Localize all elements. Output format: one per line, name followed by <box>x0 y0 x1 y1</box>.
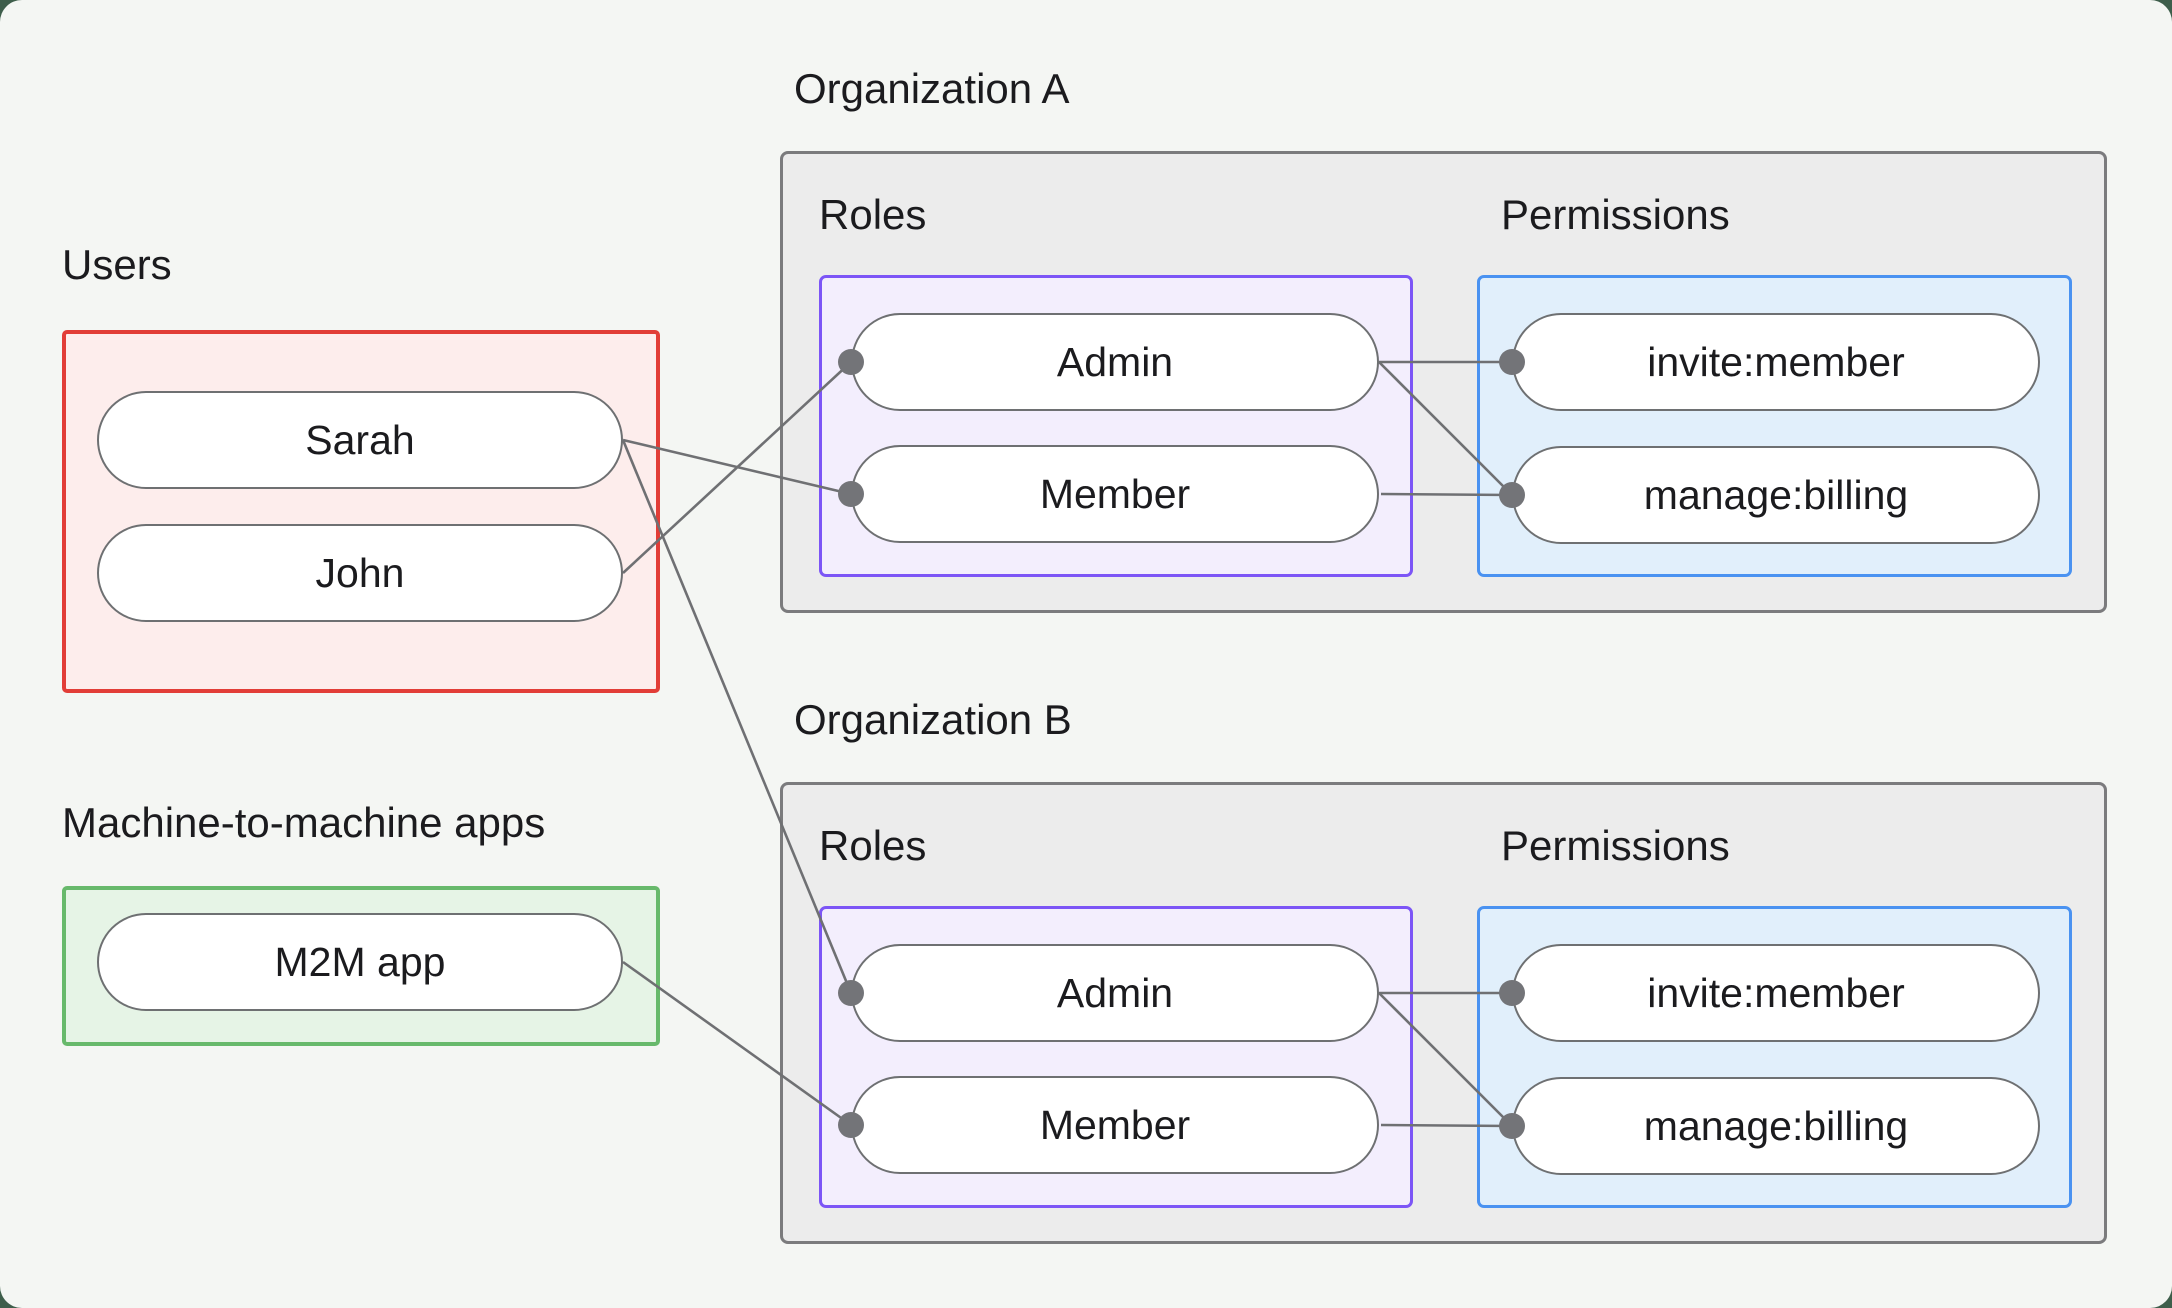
org-a-role-admin: Admin <box>851 313 1379 411</box>
user-node-sarah: Sarah <box>97 391 623 489</box>
user-node-sarah-label: Sarah <box>305 416 415 463</box>
organization-b-permissions-label: Permissions <box>1501 822 1730 869</box>
org-b-role-member-label: Member <box>1039 1101 1191 1148</box>
org-b-perm-manage-billing: manage:billing <box>1512 1077 2040 1175</box>
organization-b-title: Organization B <box>794 696 1072 743</box>
users-group-box <box>62 330 660 693</box>
org-b-role-admin-label: Admin <box>1056 969 1174 1016</box>
org-a-perm-manage-billing: manage:billing <box>1512 446 2040 544</box>
org-a-perm-manage-billing-label: manage:billing <box>1643 471 1909 518</box>
user-node-john: John <box>97 524 623 622</box>
organization-b-roles-label: Roles <box>819 822 927 869</box>
users-group-label: Users <box>62 241 172 288</box>
user-node-john-label: John <box>315 549 405 596</box>
organization-a-permissions-label: Permissions <box>1501 191 1730 238</box>
org-a-role-member: Member <box>851 445 1379 543</box>
org-b-role-admin: Admin <box>851 944 1379 1042</box>
org-a-perm-invite-member: invite:member <box>1512 313 2040 411</box>
org-b-perm-manage-billing-label: manage:billing <box>1643 1102 1909 1149</box>
m2m-app-node: M2M app <box>97 913 623 1011</box>
organization-a-roles-label: Roles <box>819 191 927 238</box>
m2m-group-label: Machine-to-machine apps <box>62 799 546 846</box>
org-a-role-member-label: Member <box>1039 470 1191 517</box>
org-a-role-admin-label: Admin <box>1056 338 1174 385</box>
organization-a-title: Organization A <box>794 65 1070 112</box>
org-b-perm-invite-member: invite:member <box>1512 944 2040 1042</box>
org-b-perm-invite-member-label: invite:member <box>1647 969 1905 1016</box>
org-b-role-member: Member <box>851 1076 1379 1174</box>
org-a-perm-invite-member-label: invite:member <box>1647 338 1905 385</box>
m2m-app-node-label: M2M app <box>274 938 446 985</box>
